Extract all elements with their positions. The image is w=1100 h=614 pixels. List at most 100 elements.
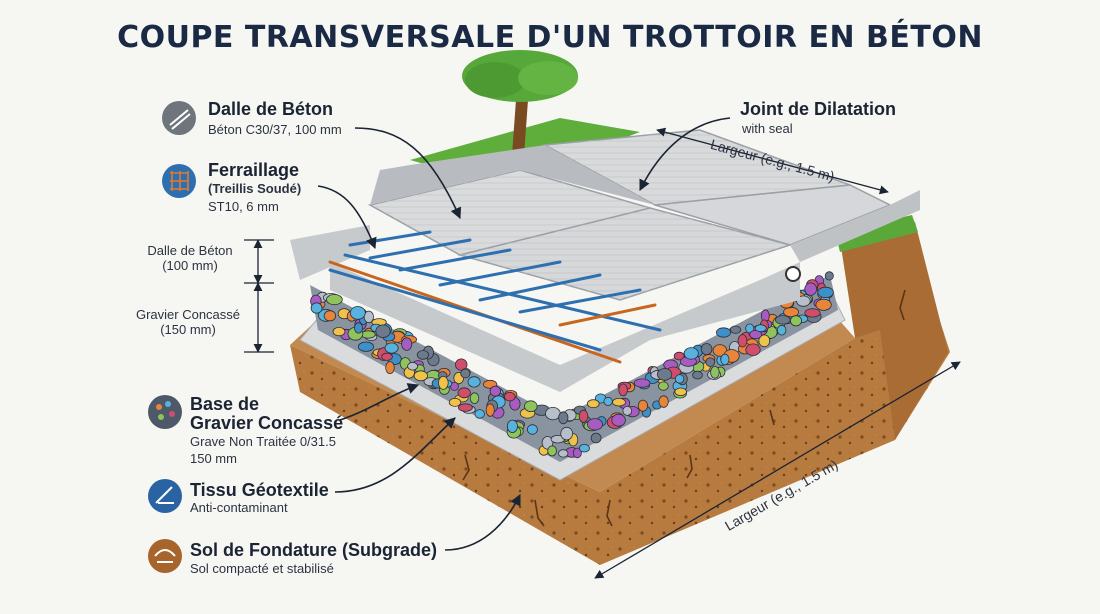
gravel-stone — [558, 411, 569, 425]
gravel-stone — [547, 445, 557, 457]
gravel-icon — [148, 395, 182, 429]
gravel-stone — [375, 324, 391, 338]
concrete-slab-title: Dalle de Béton — [208, 99, 334, 119]
gravel-stone — [407, 362, 419, 371]
gravel-stone — [804, 308, 821, 318]
gravel-stone — [578, 444, 590, 453]
rebar-subtitle: (Treillis Soudé) — [208, 181, 302, 196]
gravel-stone — [413, 370, 428, 382]
grass-right — [835, 215, 918, 252]
joint-seal — [785, 266, 801, 282]
geotextile-icon — [148, 479, 182, 513]
rebar-title: Ferraillage — [208, 160, 300, 180]
gravel-stone — [586, 418, 604, 431]
gravel-stone — [485, 403, 495, 417]
gravel-stone — [622, 405, 633, 416]
gravel-stone — [618, 383, 628, 397]
dim-gravel-line1: Gravier Concassé — [135, 307, 241, 322]
tree — [462, 50, 578, 156]
gravel-stone — [349, 306, 366, 320]
dim-slab-line2: (100 mm) — [162, 258, 218, 273]
gravel-stone — [777, 324, 787, 336]
gravel-stone — [673, 351, 685, 361]
gravel-stone — [700, 343, 713, 356]
gravel-stone — [824, 271, 834, 281]
gravel-stone — [384, 342, 399, 354]
gravel-stone — [357, 341, 375, 352]
gravel-stone — [692, 370, 703, 380]
gravel-stone — [524, 400, 538, 413]
gravel-stone — [578, 409, 589, 423]
subgrade-title: Sol de Fondature (Subgrade) — [190, 540, 438, 560]
gravel-stone — [527, 424, 538, 435]
gravel-stone — [326, 294, 343, 306]
gravel-stone — [790, 315, 803, 327]
gravel-stone — [658, 381, 669, 391]
gravel-stone — [658, 395, 669, 408]
rebar-mesh — [328, 230, 662, 364]
soil-roots — [462, 289, 906, 527]
gravel-stone — [637, 399, 649, 412]
gravel-stone — [503, 391, 516, 402]
gravel-stone — [489, 385, 502, 397]
leader-lines — [317, 117, 731, 551]
gravel-stone — [612, 398, 626, 407]
gravel-stone — [674, 387, 687, 396]
gravel-stone — [572, 447, 582, 459]
geotextile-spec: Anti-contaminant — [190, 500, 288, 515]
gravel-stone — [460, 368, 471, 379]
dimension-lines — [244, 239, 274, 353]
gravel-stone — [401, 337, 413, 351]
gravel-stone — [385, 361, 395, 375]
gravel-stone — [729, 325, 742, 334]
gravel-base-thickness: 150 mm — [190, 451, 237, 466]
rebar-spec: ST10, 6 mm — [208, 199, 279, 214]
subgrade-spec: Sol compacté et stabilisé — [190, 561, 334, 576]
soil-icon — [148, 539, 182, 573]
gravel-stone — [705, 357, 716, 367]
joint-subtitle: with seal — [742, 121, 793, 136]
dim-slab-label: Dalle de Béton (100 mm) — [140, 243, 240, 273]
gravel-stone — [360, 330, 376, 339]
gravel-stone — [611, 413, 626, 427]
gravel-stone — [457, 387, 471, 399]
gravel-stone — [749, 329, 763, 339]
gravel-stone — [354, 322, 363, 334]
gravel-stone — [737, 334, 748, 348]
gravel-stone — [381, 352, 393, 361]
gravel-stone — [560, 426, 573, 441]
curb — [370, 145, 655, 205]
gravel-stone — [590, 432, 602, 444]
gravel-base-spec: Grave Non Traitée 0/31.5 — [190, 434, 336, 449]
gravel-stone — [323, 310, 337, 322]
gravel-stone — [774, 315, 791, 325]
gravel-stone — [815, 298, 832, 311]
geotextile-title: Tissu Géotextile — [190, 480, 329, 500]
gravel-stone — [558, 449, 569, 458]
concrete-slab-spec: Béton C30/37, 100 mm — [208, 122, 342, 137]
gravel-stone — [332, 326, 346, 337]
gravel-base-title-2: Gravier Concassé — [190, 413, 344, 433]
gravel-stone — [545, 406, 561, 421]
gravel-stone — [683, 347, 699, 360]
gravel-stone — [310, 302, 323, 314]
gravel-stone — [603, 396, 613, 406]
gravel-stone — [455, 358, 468, 371]
gravel-stone — [469, 392, 480, 405]
width-dimension-lines — [594, 127, 961, 579]
gravel-stone — [804, 282, 817, 296]
gravel-stone — [745, 343, 761, 356]
gravel-stone — [710, 365, 720, 379]
gravel-stone — [467, 376, 481, 388]
legend-icons — [148, 101, 196, 573]
gravel-base-title: Base de — [190, 394, 260, 414]
gravel-stone — [817, 286, 834, 298]
page-title: COUPE TRANSVERSALE D'UN TROTTOIR EN BÉTO… — [117, 20, 983, 55]
gravel-stone — [416, 350, 429, 360]
gravel-stone — [474, 409, 485, 419]
dim-gravel-label: Gravier Concassé (150 mm) — [128, 307, 248, 337]
gravel-stone — [448, 397, 462, 407]
gravel-stone — [506, 419, 518, 433]
gravel-stone — [716, 327, 732, 338]
